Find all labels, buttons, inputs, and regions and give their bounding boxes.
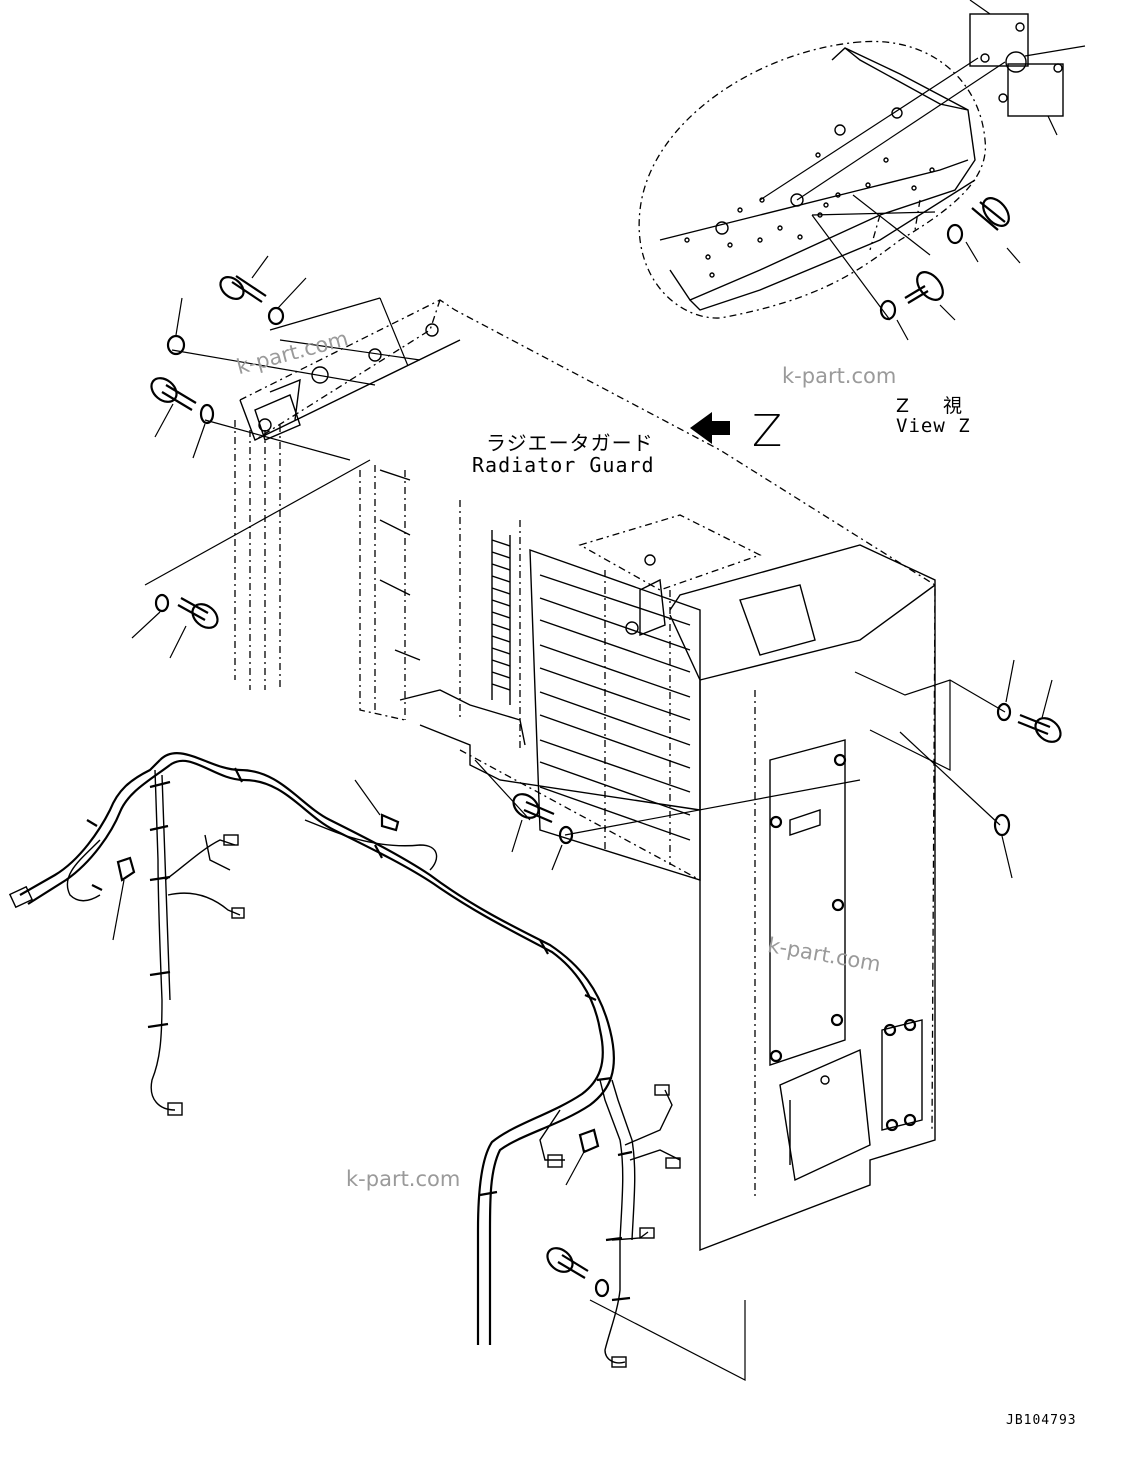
view-arrow-label: Z [752,406,783,457]
wiring-harness [8,752,681,1368]
view-z-label-jp: Z 視 [896,395,977,417]
view-z-label-en: View Z [896,415,971,437]
hardware-parts [112,255,1062,1298]
radiator-guard-assembly [144,297,1006,1381]
watermark: k-part.com [782,364,897,388]
watermark: k-part.com [346,1167,461,1191]
left-arrow-icon [690,412,730,444]
radiator-guard-label-en: Radiator Guard [472,453,655,477]
document-id: JB104793 [1006,1413,1077,1428]
radiator-guard-label-jp: ラジエータガード [486,431,654,455]
view-z-detail [638,0,1086,341]
